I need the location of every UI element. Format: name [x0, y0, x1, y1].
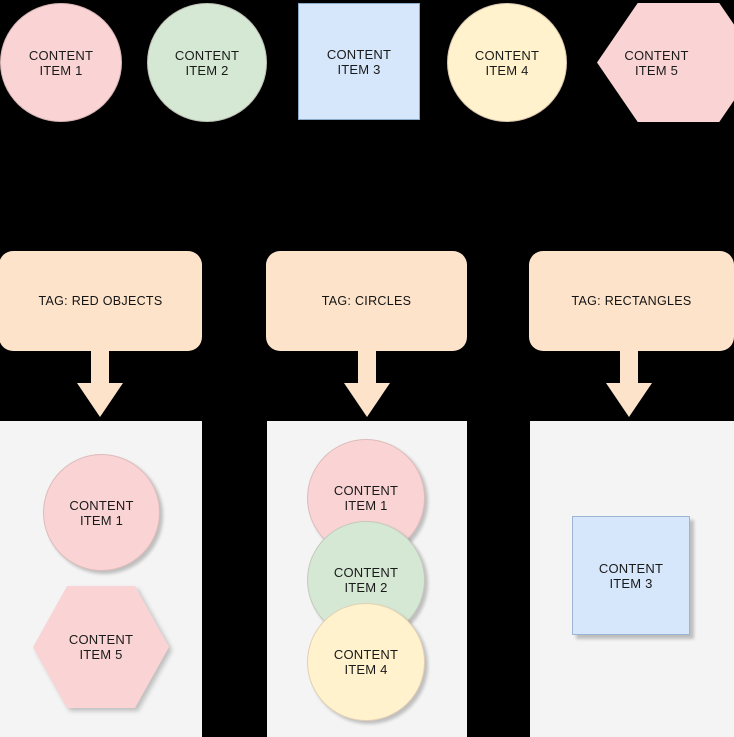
tag-box-red-objects-label: TAG: RED OBJECTS	[38, 294, 163, 308]
source-item-4[interactable]: CONTENT ITEM 4	[447, 3, 567, 122]
tag-box-circles[interactable]: TAG: CIRCLES	[266, 251, 467, 351]
bucket-circles-member-item-4[interactable]: CONTENT ITEM 4	[307, 603, 425, 721]
tag-box-red-objects[interactable]: TAG: RED OBJECTS	[0, 251, 202, 351]
source-item-1-label: CONTENT ITEM 1	[28, 47, 94, 78]
source-item-5-label: CONTENT ITEM 5	[624, 47, 689, 78]
source-items-row: CONTENT ITEM 1 CONTENT ITEM 2 CONTENT IT…	[0, 0, 734, 130]
bucket-red-objects-member-item-1[interactable]: CONTENT ITEM 1	[43, 454, 160, 571]
arrow-to-circles-bucket	[344, 351, 390, 418]
tag-box-rectangles[interactable]: TAG: RECTANGLES	[529, 251, 734, 351]
arrow-stem	[620, 351, 638, 385]
arrow-stem	[91, 351, 109, 385]
bucket-circles: CONTENT ITEM 1 CONTENT ITEM 2 CONTENT IT…	[267, 421, 467, 737]
arrow-head-down-icon	[77, 383, 123, 417]
member-label: CONTENT ITEM 1	[69, 497, 134, 528]
tag-box-circles-label: TAG: CIRCLES	[321, 294, 412, 308]
bucket-red-objects-member-item-5[interactable]: CONTENT ITEM 5	[33, 586, 169, 708]
member-label: CONTENT ITEM 3	[598, 560, 664, 591]
arrow-to-rectangles-bucket	[606, 351, 652, 418]
source-item-5[interactable]: CONTENT ITEM 5	[597, 3, 734, 122]
arrow-head-down-icon	[344, 383, 390, 417]
source-item-3[interactable]: CONTENT ITEM 3	[298, 3, 420, 120]
bucket-rectangles-member-item-3[interactable]: CONTENT ITEM 3	[572, 516, 690, 635]
source-item-2[interactable]: CONTENT ITEM 2	[147, 3, 267, 122]
source-item-2-label: CONTENT ITEM 2	[174, 47, 240, 78]
source-item-1[interactable]: CONTENT ITEM 1	[0, 3, 122, 122]
arrow-to-red-objects-bucket	[77, 351, 123, 418]
source-item-4-label: CONTENT ITEM 4	[474, 47, 540, 78]
member-label: CONTENT ITEM 1	[333, 483, 399, 513]
member-label: CONTENT ITEM 4	[333, 647, 399, 677]
bucket-red-objects: CONTENT ITEM 1 CONTENT ITEM 5	[0, 421, 202, 737]
member-label: CONTENT ITEM 2	[333, 565, 399, 595]
bucket-rectangles: CONTENT ITEM 3	[530, 421, 734, 737]
source-item-3-label: CONTENT ITEM 3	[326, 46, 392, 77]
arrow-head-down-icon	[606, 383, 652, 417]
arrow-stem	[358, 351, 376, 385]
tag-box-rectangles-label: TAG: RECTANGLES	[571, 294, 692, 308]
